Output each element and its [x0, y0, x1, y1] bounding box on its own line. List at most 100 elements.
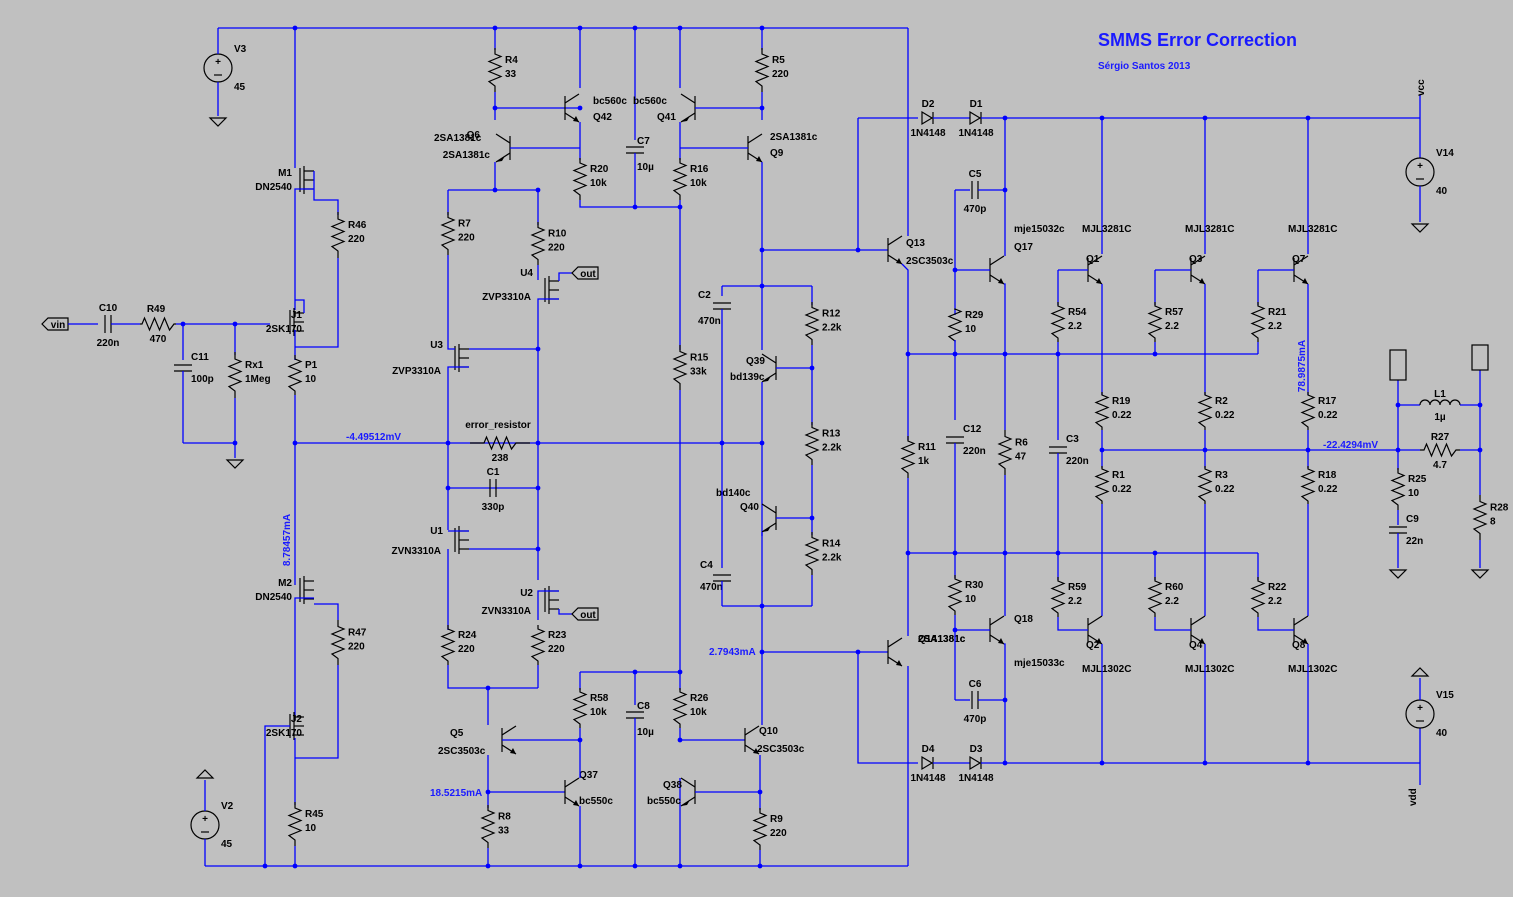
wire: [901, 263, 909, 354]
wire: [469, 488, 539, 550]
capacitor-ref: C9: [1406, 514, 1419, 525]
wire: [295, 258, 339, 348]
diode-part: 1N4148: [958, 128, 993, 139]
capacitor-c2: [713, 302, 731, 310]
wire: [695, 92, 763, 109]
fet-part: 2SK170: [266, 728, 303, 739]
wire: [294, 188, 314, 310]
out-flag-upper: [571, 266, 599, 280]
resistor-ref: R16: [690, 164, 709, 175]
resistor-r27: [1420, 442, 1460, 458]
diode-d3: [969, 755, 982, 771]
out-flag-right: [1471, 344, 1489, 371]
wire: [537, 298, 559, 488]
resistor-r9: [752, 808, 768, 850]
wire: [447, 366, 469, 443]
fet-m1: [299, 166, 314, 194]
diode-part: 1N4148: [910, 128, 945, 139]
transistor-q37: [564, 777, 580, 807]
resistor-ref: R7: [458, 219, 471, 230]
capacitor-value: 100p: [191, 374, 214, 385]
measurement-label: -22.4294mV: [1323, 440, 1378, 451]
resistor-ref: R27: [1431, 432, 1450, 443]
inductor-ref: L1: [1434, 389, 1446, 400]
resistor-r45: [287, 802, 303, 846]
transistor-part: 2SA1381c: [918, 634, 966, 645]
source-ref: V3: [234, 44, 247, 55]
source-ref: V2: [221, 801, 234, 812]
capacitor-c11: [174, 364, 192, 372]
wire: [447, 345, 455, 350]
transistor-ref: Q14: [918, 634, 937, 645]
resistor-r23: [530, 625, 546, 665]
resistor-r20: [572, 158, 588, 200]
transistor-part: 2SA1381c: [434, 133, 482, 144]
junction-dot: [445, 485, 451, 491]
source-ref: V14: [1436, 148, 1454, 159]
svg-text:+: +: [202, 814, 208, 825]
resistor-value: 220: [770, 828, 787, 839]
junction-dot: [759, 25, 765, 31]
junction-dot: [1202, 115, 1208, 121]
resistor-ref: R23: [548, 630, 567, 641]
ground-symbol: [1470, 569, 1490, 579]
junction-dot: [485, 863, 491, 869]
fet-ref: U3: [430, 340, 443, 351]
resistor-ref: error_resistor: [465, 420, 531, 431]
transistor-part: MJL1302C: [1185, 664, 1234, 675]
resistor-r54: [1050, 302, 1066, 342]
measurement-label: 8.78457mA: [282, 514, 293, 566]
transistor-ref: Q7: [1292, 254, 1306, 265]
transistor-part: bc550c: [579, 796, 613, 807]
transistor-ref: Q37: [579, 770, 598, 781]
resistor-value: 0.22: [1112, 484, 1132, 495]
resistor-ref: R2: [1215, 396, 1228, 407]
capacitor-c7: [626, 146, 644, 154]
ground-symbol: [1410, 223, 1430, 233]
wire: [447, 665, 538, 689]
junction-dot: [1099, 115, 1105, 121]
transistor-ref: Q39: [746, 356, 765, 367]
resistor-ref: R21: [1268, 307, 1287, 318]
capacitor-value: 330p: [482, 502, 505, 513]
resistor-ref: R22: [1268, 582, 1287, 593]
ground-symbol: [1388, 569, 1408, 579]
wire: [1057, 617, 1088, 631]
resistor-ref: R5: [772, 55, 785, 66]
capacitor-value: 470n: [698, 316, 721, 327]
resistor-r11: [900, 436, 916, 478]
resistor-r29: [947, 308, 963, 343]
transistor-q9: [747, 133, 763, 163]
rail-label: vdd: [1408, 788, 1419, 806]
resistor-r4: [487, 48, 503, 92]
resistor-value: 47: [1015, 452, 1027, 463]
wire: [537, 590, 559, 620]
junction-dot: [292, 863, 298, 869]
capacitor-c5: [971, 181, 979, 199]
junction-dot: [1002, 115, 1008, 121]
net-label: vin: [51, 320, 65, 331]
inductor-value: 1µ: [1434, 412, 1446, 423]
resistor-value: 2.2k: [822, 323, 842, 334]
transistor-part: 2SC3503c: [438, 746, 486, 757]
diode-d4: [921, 755, 934, 771]
resistor-ref: R13: [822, 429, 841, 440]
wire: [1004, 643, 1006, 763]
junction-dot: [492, 25, 498, 31]
wire: [494, 92, 580, 109]
capacitor-c12: [946, 436, 964, 444]
junction-dot: [1152, 550, 1158, 556]
junction-dot: [1305, 115, 1311, 121]
capacitor-c1: [489, 479, 497, 497]
wire: [294, 597, 314, 720]
fet-part: 2SK170: [266, 324, 303, 335]
voltage-source-v2: +: [190, 810, 220, 840]
transistor-q18: [989, 615, 1005, 645]
resistor-ref: R9: [770, 814, 783, 825]
resistor-ref: R15: [690, 353, 709, 364]
transistor-q14: [887, 637, 903, 667]
resistor-value: 2.2: [1165, 321, 1179, 332]
transistor-part: bd140c: [716, 488, 751, 499]
resistor-value: 2.2: [1165, 596, 1179, 607]
